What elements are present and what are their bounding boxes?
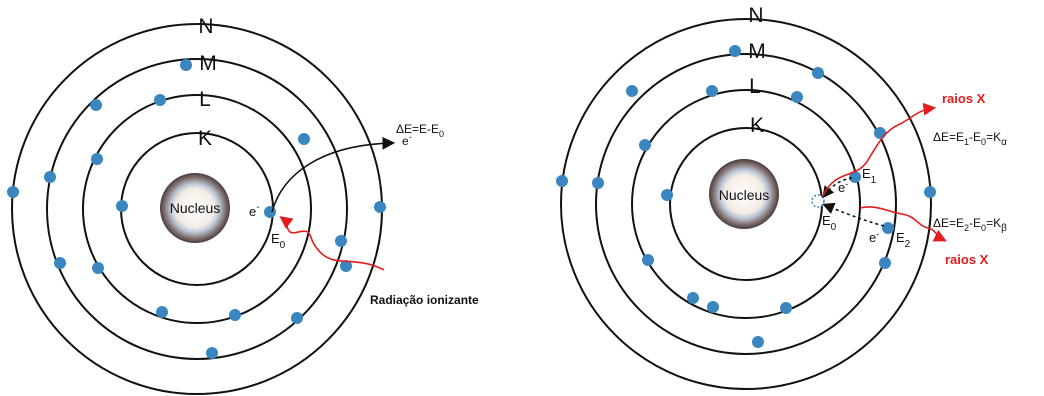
electron: [291, 312, 303, 324]
right-transition-arrow-2: [822, 202, 885, 227]
right-xray-arrow-bottom: [859, 206, 947, 242]
electron: [156, 306, 168, 318]
electron: [639, 139, 651, 151]
left-orbit-m: [46, 58, 348, 360]
right-e1-label: E1: [862, 166, 877, 186]
right-xray-label-bottom: raios X: [945, 252, 989, 267]
electron: [556, 175, 568, 187]
right-orbit-m: [595, 53, 897, 355]
left-shell-label-l: L: [199, 88, 211, 111]
electron: [44, 171, 56, 183]
electron: [780, 302, 792, 314]
electron: [882, 222, 894, 234]
electron: [116, 200, 128, 212]
electron: [592, 177, 604, 189]
left-radiation-arrow: [279, 216, 385, 271]
left-orbit-l: [82, 94, 312, 324]
left-shell-label-k: K: [198, 127, 212, 150]
right-electron-label-top: e-: [838, 179, 848, 195]
left-shell-label-n: N: [198, 15, 213, 38]
right-shell-label-k: K: [750, 114, 764, 137]
right-xray-label-top: raios X: [942, 91, 986, 106]
right-e0-label: E0: [822, 213, 837, 233]
electron: [335, 235, 347, 247]
right-k-alpha-equation: ΔE=E1-E0=Kα: [933, 130, 1007, 148]
left-e0-label: E0: [271, 231, 286, 251]
electron: [91, 153, 103, 165]
electron: [54, 257, 66, 269]
electron: [752, 336, 764, 348]
electron: [626, 85, 638, 97]
electron: [707, 301, 719, 313]
right-electron-label-bottom: e-: [869, 229, 879, 245]
electron: [729, 45, 741, 57]
electron: [180, 59, 192, 71]
electron: [229, 309, 241, 321]
electron: [298, 133, 310, 145]
left-electron-label: e-: [249, 202, 260, 219]
electron: [661, 189, 673, 201]
electron: [687, 292, 699, 304]
right-orbit-l: [631, 89, 861, 319]
electron: [90, 99, 102, 111]
right-transition-arrow-1: [822, 177, 853, 199]
right-vacancy: [811, 194, 825, 208]
left-ejection-arrow: [271, 136, 396, 213]
electron: [924, 186, 936, 198]
electron: [206, 347, 218, 359]
left-delta-equation: ΔE=E-E0: [396, 122, 444, 139]
electron: [874, 127, 886, 139]
electron: [340, 260, 352, 272]
right-shell-label-l: L: [749, 75, 761, 98]
electron: [92, 262, 104, 274]
right-atom: Nucleus K L M N: [556, 4, 1007, 390]
electron: [264, 206, 276, 218]
right-xray-arrow-top: [822, 102, 937, 197]
electron: [849, 171, 861, 183]
left-electrons: [7, 59, 386, 359]
left-atom: Nucleus K L M N: [7, 15, 479, 395]
electron: [791, 91, 803, 103]
right-orbit-n: [560, 18, 932, 390]
right-shell-label-m: M: [748, 40, 766, 63]
left-nucleus-label: Nucleus: [170, 200, 221, 216]
electron: [706, 85, 718, 97]
electron: [154, 94, 166, 106]
left-ejected-electron-label: e-: [402, 132, 412, 148]
left-nucleus: [160, 173, 230, 243]
electron: [642, 254, 654, 266]
left-radiation-label: Radiação ionizante: [370, 293, 479, 307]
right-nucleus-label: Nucleus: [719, 187, 770, 203]
electron: [7, 186, 19, 198]
right-k-beta-equation: ΔE=E2-E0=Kβ: [933, 216, 1007, 234]
electron: [879, 257, 891, 269]
right-shell-label-n: N: [748, 4, 763, 27]
left-shell-label-m: M: [199, 52, 217, 75]
electron: [812, 67, 824, 79]
right-e2-label: E2: [896, 230, 911, 250]
right-nucleus: [709, 159, 779, 229]
electron: [374, 201, 386, 213]
